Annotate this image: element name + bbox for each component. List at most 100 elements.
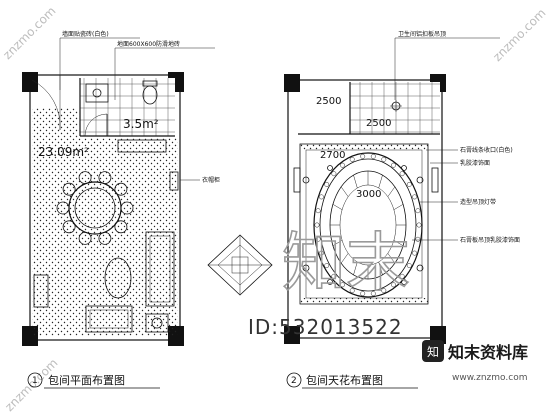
room-floor-pattern bbox=[32, 138, 178, 336]
plan-number-circle bbox=[27, 372, 43, 388]
oval-bead bbox=[415, 208, 421, 214]
oval-bead bbox=[324, 181, 330, 187]
dining-chair bbox=[62, 182, 76, 196]
oval-bead bbox=[412, 250, 418, 256]
oval-bead bbox=[415, 236, 421, 242]
oval-bead bbox=[370, 291, 376, 297]
column bbox=[430, 326, 446, 344]
oval-bead bbox=[315, 208, 321, 214]
oval-ceiling bbox=[313, 152, 423, 298]
oval-bead bbox=[340, 162, 345, 168]
oval-spoke bbox=[332, 240, 343, 246]
dining-table bbox=[68, 181, 122, 235]
dining-chair bbox=[62, 220, 76, 234]
sideboard bbox=[117, 139, 167, 153]
oval-bead bbox=[349, 156, 355, 162]
ceiling-plan-right: 2500 2500 2700 3000 卫生间铝扣板吊顶 bbox=[284, 30, 520, 344]
corner-watermark-top-left: znzmo.com bbox=[0, 4, 58, 62]
oval-bead bbox=[315, 236, 321, 242]
floor-plan-left: 3.5m² 23.09m² 墙面贴瓷砖(白色) 地面600X600防滑地砖 衣帽… bbox=[22, 30, 220, 346]
oval-bead bbox=[381, 288, 387, 294]
oval-spoke bbox=[378, 175, 383, 189]
annotation-latex-paint: 乳胶漆饰面 bbox=[460, 159, 490, 167]
oval-bead bbox=[331, 273, 337, 279]
annotation-toilet-ceiling: 卫生间铝扣板吊顶 bbox=[398, 30, 446, 38]
oval-bead bbox=[406, 181, 412, 187]
oval-bead bbox=[331, 171, 337, 177]
dim-3000: 3000 bbox=[356, 189, 381, 200]
column bbox=[22, 72, 38, 92]
column bbox=[284, 74, 300, 92]
oval-spoke bbox=[340, 253, 349, 264]
annotation-gypsum-trim: 石膏线条收口(白色) bbox=[460, 146, 513, 154]
side-table bbox=[145, 313, 169, 333]
brand-logo-icon bbox=[422, 340, 444, 362]
brand-name: 知末资料库 bbox=[448, 343, 528, 362]
plan-number-left: 1 bbox=[32, 376, 38, 386]
downlight bbox=[302, 176, 310, 184]
toilet-door-swing bbox=[84, 113, 108, 137]
oval-spoke bbox=[378, 261, 383, 275]
oval-bead bbox=[412, 194, 418, 200]
oval-bead bbox=[324, 263, 330, 269]
annotation-gypsum-board: 石膏板吊顶乳胶漆饰面 bbox=[460, 236, 520, 244]
plan-number-circle bbox=[286, 372, 302, 388]
tv-cabinet bbox=[33, 274, 49, 308]
plan-title-left: 包间平面布置图 bbox=[48, 374, 125, 387]
svg-text:知: 知 bbox=[427, 345, 439, 359]
oval-bead bbox=[349, 288, 355, 294]
sofa bbox=[145, 231, 175, 307]
downlight bbox=[302, 264, 310, 272]
oval-bead bbox=[381, 156, 387, 162]
plan-title-right: 包间天花布置图 bbox=[306, 374, 383, 387]
dim-2500-b: 2500 bbox=[366, 118, 391, 129]
id-watermark: ID:532013522 bbox=[248, 315, 403, 339]
room-area-label: 23.09m² bbox=[38, 145, 89, 159]
annotation-light-strip: 造型吊顶灯带 bbox=[460, 198, 496, 206]
dim-2500-a: 2500 bbox=[316, 96, 341, 107]
oval-spoke bbox=[332, 204, 343, 210]
annotation-wall-tile: 墙面贴瓷砖(白色) bbox=[62, 30, 109, 38]
toilet-tile-floor bbox=[80, 78, 175, 136]
oval-spoke bbox=[353, 175, 358, 189]
oval-bead bbox=[406, 263, 412, 269]
plan-outer-wall bbox=[29, 74, 181, 341]
oval-bead bbox=[391, 162, 396, 168]
oval-spoke bbox=[387, 253, 396, 264]
dining-chair bbox=[114, 182, 128, 196]
oval-bead bbox=[370, 153, 376, 159]
brand-badge: 知 知末资料库 www.znzmo.com bbox=[422, 340, 528, 383]
dining-chair bbox=[114, 220, 128, 234]
oval-spoke bbox=[340, 186, 349, 197]
oval-bead bbox=[399, 273, 405, 279]
oval-spoke bbox=[353, 261, 358, 275]
oval-spoke bbox=[393, 204, 404, 210]
annotation-floor-tile: 地面600X600防滑地砖 bbox=[117, 40, 180, 48]
title-left: 1 包间平面布置图 bbox=[27, 372, 160, 389]
brand-url: www.znzmo.com bbox=[452, 373, 527, 383]
wash-basin bbox=[85, 83, 109, 103]
oval-spokes bbox=[330, 171, 406, 279]
air-vent bbox=[431, 167, 439, 193]
oval-spoke bbox=[387, 186, 396, 197]
oval-bead bbox=[360, 291, 366, 297]
center-logo-watermark: 知末 bbox=[282, 227, 410, 301]
ceiling-outer-wall bbox=[287, 79, 443, 339]
air-vent bbox=[293, 167, 301, 193]
plan-number-right: 2 bbox=[291, 376, 297, 386]
detail-symbol bbox=[207, 234, 273, 296]
title-right: 2 包间天花布置图 bbox=[286, 372, 418, 389]
oval-bead bbox=[318, 250, 324, 256]
column bbox=[284, 326, 300, 344]
oval-bead-trim bbox=[314, 153, 422, 297]
downlight bbox=[416, 176, 424, 184]
oval-bead bbox=[391, 282, 396, 288]
tea-table bbox=[104, 257, 132, 299]
oval-bead bbox=[340, 282, 345, 288]
wardrobe bbox=[169, 171, 179, 191]
dim-2700: 2700 bbox=[320, 150, 345, 161]
oval-bead bbox=[318, 194, 324, 200]
oval-bead bbox=[360, 153, 366, 159]
corner-watermark-top-right: znzmo.com bbox=[490, 6, 548, 64]
